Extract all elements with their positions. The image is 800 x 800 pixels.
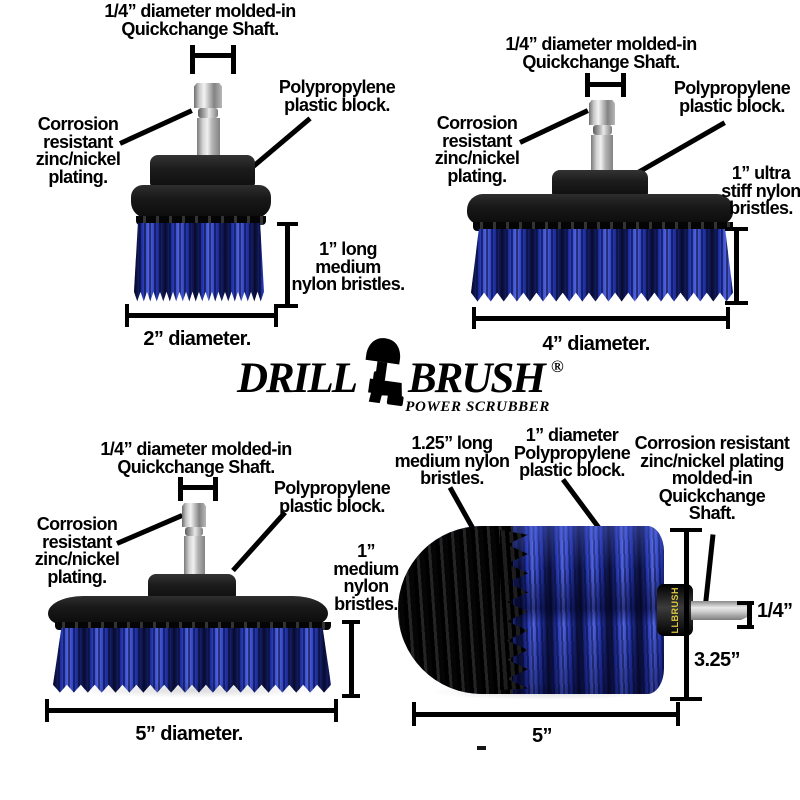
tl-block-label: Polypropylene plastic block. <box>278 77 396 115</box>
bl-quickchange-shaft-label: 1/4” diameter molded-in Quickchange Shaf… <box>100 439 292 477</box>
bl-brush-hub <box>148 574 236 599</box>
tl-diameter-dimension <box>125 304 278 327</box>
bl-brush-block <box>48 596 328 624</box>
tl-bristle-length-dimension <box>277 222 298 308</box>
tl-brush-block <box>131 185 271 218</box>
logo-tagline: POWER SCRUBBER <box>405 399 550 415</box>
tl-block-leader-line <box>250 116 312 170</box>
bl-diameter-label: 5” diameter. <box>135 723 243 745</box>
tr-brush-block <box>467 194 733 224</box>
br-block-label: 1” diameter Polypropylene plastic block. <box>513 425 631 480</box>
bl-brush-shadow <box>70 682 320 698</box>
tr-plating-label: Corrosion resistant zinc/nickel plating. <box>434 113 520 186</box>
tr-brush-hub <box>552 170 648 197</box>
br-brush-length-dimension <box>412 702 680 726</box>
bl-hex-shaft <box>182 503 206 576</box>
bl-bristle-length-dimension <box>342 620 360 698</box>
tl-shaft-width-bracket <box>190 45 236 74</box>
registered-trademark-symbol: ® <box>551 357 564 376</box>
bl-shaft-width-bracket <box>178 477 218 501</box>
br-shaft-diameter-label: 1/4” <box>757 600 793 622</box>
tl-diameter-label: 2” diameter. <box>143 328 251 350</box>
bl-bristles <box>53 628 331 693</box>
logo-text-brush: BRUSH <box>408 355 546 402</box>
logo-text-drill: DRILL <box>237 355 358 402</box>
tr-bristle-label: 1” ultra stiff nylon bristles. <box>721 163 800 218</box>
tl-plating-label: Corrosion resistant zinc/nickel plating. <box>35 114 121 187</box>
br-shaft-label: Corrosion resistant zinc/nickel plating … <box>634 433 790 523</box>
tr-bristles <box>471 229 733 302</box>
tl-quickchange-shaft-label: 1/4” diameter molded-in Quickchange Shaf… <box>104 1 296 39</box>
tr-block-label: Polypropylene plastic block. <box>673 78 791 116</box>
br-brush-shadow <box>430 684 660 700</box>
br-bristle-label: 1.25” long medium nylon bristles. <box>394 433 510 488</box>
tr-diameter-dimension <box>472 307 730 329</box>
tr-shaft-width-bracket <box>585 73 626 97</box>
tr-diameter-label: 4” diameter. <box>542 333 650 355</box>
small-dash-mark <box>477 746 486 750</box>
drill-logo-icon <box>365 338 404 407</box>
tl-hex-shaft <box>194 83 222 162</box>
bl-diameter-dimension <box>45 699 338 722</box>
tl-brush-hub <box>150 155 255 187</box>
tr-bristle-length-dimension <box>725 227 748 305</box>
tl-tuft-row <box>136 216 266 225</box>
tl-bristle-label: 1” long medium nylon bristles. <box>291 239 405 294</box>
br-hex-shaft <box>691 601 749 620</box>
tr-hex-shaft <box>589 100 615 175</box>
br-shaft-leader-line <box>702 534 716 610</box>
tl-bristles <box>134 223 264 302</box>
bl-tuft-row <box>55 622 331 630</box>
bl-plating-label: Corrosion resistant zinc/nickel plating. <box>34 514 120 587</box>
tr-tuft-row <box>473 222 733 231</box>
bl-block-leader-line <box>231 510 287 573</box>
bl-bristle-label: 1” medium nylon bristles. <box>333 541 399 614</box>
br-brush-length-label: 5” <box>532 725 553 747</box>
br-brush-height-label: 3.25” <box>694 649 741 671</box>
tr-quickchange-shaft-label: 1/4” diameter molded-in Quickchange Shaf… <box>505 34 697 72</box>
bl-block-label: Polypropylene plastic block. <box>273 478 391 516</box>
br-brush-height-dimension <box>670 528 702 701</box>
br-shaft-diameter-dimension <box>737 601 754 629</box>
